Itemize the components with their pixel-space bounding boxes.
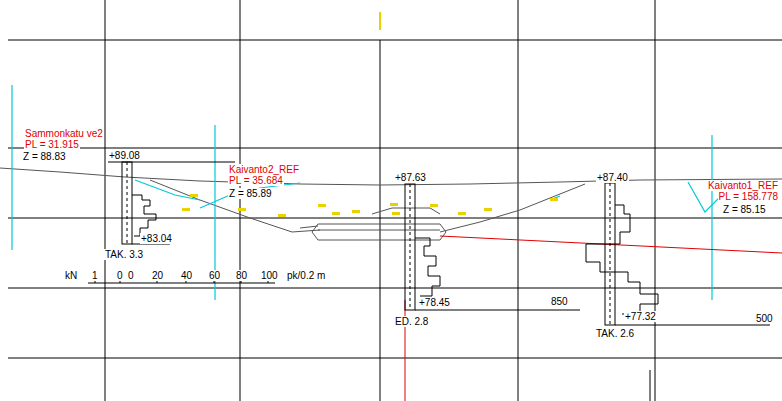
drawing-label: 80 bbox=[235, 270, 248, 281]
drawing-label: +87.40 bbox=[596, 172, 629, 183]
grid bbox=[8, 0, 782, 401]
drawing-label: 850 bbox=[550, 296, 569, 307]
drawing-label: Z = 85.89 bbox=[228, 188, 273, 199]
drawing-label: 60 bbox=[208, 270, 221, 281]
cyan-lines bbox=[12, 85, 725, 300]
ground-profile bbox=[0, 168, 782, 240]
drawing-label: 40 bbox=[180, 270, 193, 281]
drawing-label: Z = 88.83 bbox=[22, 151, 67, 162]
drawing-label: +87.63 bbox=[394, 172, 427, 183]
drawing-label: +78.45 bbox=[418, 297, 451, 308]
drawing-label: 0 bbox=[127, 270, 135, 281]
drawing-label: PL = 31.915 bbox=[24, 139, 80, 150]
drawing-label: pk/0.2 m bbox=[286, 270, 326, 281]
drawing-label: +89.08 bbox=[108, 150, 141, 161]
drawing-label: Kaivanto1_REF bbox=[707, 180, 779, 191]
drawing-label: kN bbox=[64, 270, 78, 281]
drawing-label: 1 bbox=[91, 270, 99, 281]
drawing-label: TAK. 3.3 bbox=[104, 249, 144, 260]
drawing-label: +83.04 bbox=[140, 233, 173, 244]
drawing-label: +77.32 bbox=[624, 311, 657, 322]
drawing-label: ED. 2.8 bbox=[394, 316, 429, 327]
drawing-label: Z = 85.15 bbox=[722, 204, 767, 215]
drawing-label: 20 bbox=[151, 270, 164, 281]
drawing-label: Sammonkatu ve2 bbox=[24, 128, 104, 139]
drawing-label: 0 bbox=[116, 270, 124, 281]
drawing-label: TAK. 2.6 bbox=[595, 328, 635, 339]
drawing-label: PL = 158.778 bbox=[718, 191, 779, 202]
drawing-label: PL = 35.684 bbox=[228, 175, 284, 186]
drawing-label: 100 bbox=[260, 270, 279, 281]
drawing-label: 500 bbox=[755, 313, 774, 324]
boreholes bbox=[108, 162, 770, 325]
red-lines bbox=[405, 236, 782, 401]
drawing-label: Kaivanto2_REF bbox=[228, 164, 300, 175]
